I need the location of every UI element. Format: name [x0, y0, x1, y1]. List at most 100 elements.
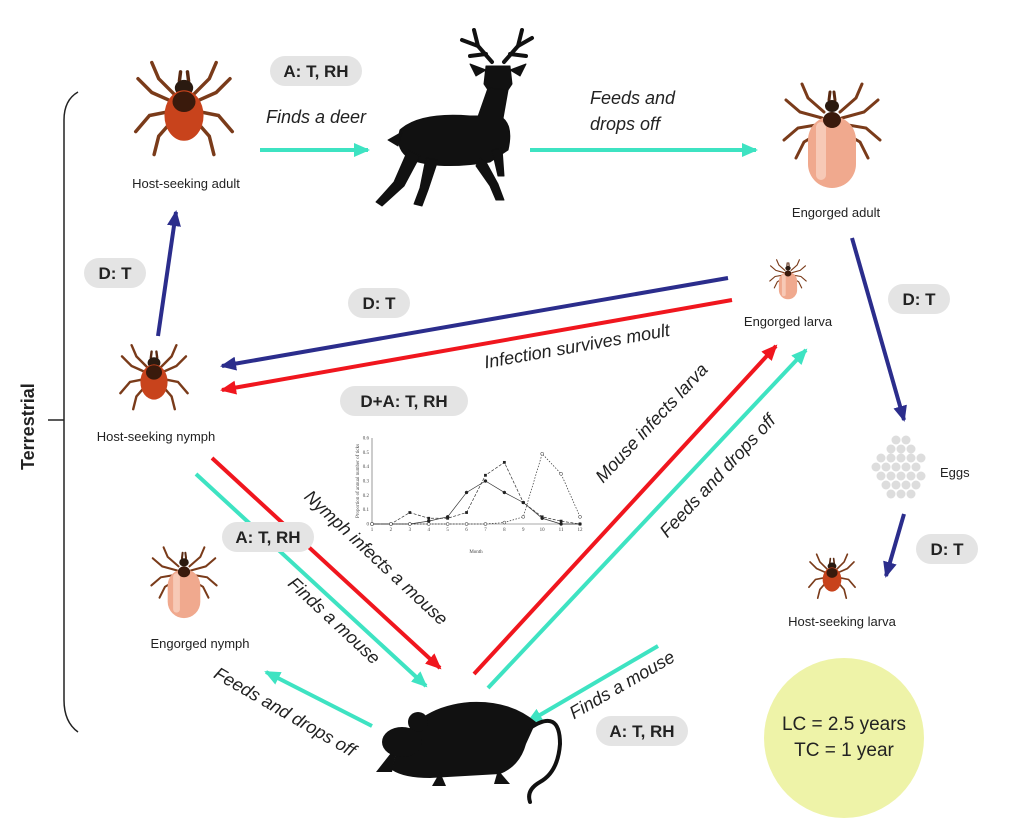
arrow-mouse-to-engorged-nymph: [264, 670, 373, 728]
badge-eggs-dt: D: T: [916, 534, 978, 564]
chart-frame: [371, 438, 580, 525]
terrestrial-bracket: [63, 91, 79, 733]
chart-x-tick-label: 4: [427, 528, 430, 533]
arrow-larva-to-nymph-red: [220, 298, 733, 395]
label-feeds-drops-top-2: drops off: [590, 114, 662, 134]
host-seeking-nymph-tick-icon: [119, 344, 189, 411]
label-engorged-adult: Engorged adult: [792, 205, 881, 220]
svg-text:A: T, RH: A: T, RH: [609, 722, 674, 741]
chart-series: [370, 452, 582, 526]
badge-middle-dt: D: T: [348, 288, 410, 318]
svg-text:A: T, RH: A: T, RH: [235, 528, 300, 547]
label-feeds-drops-top-1: Feeds and: [590, 88, 676, 108]
chart-x-tick-label: 2: [390, 528, 393, 533]
chart-y-tick-label: 0: [367, 523, 370, 528]
chart-point: [559, 522, 563, 526]
badge-top-at-rh: A: T, RH: [270, 56, 362, 86]
chart-point: [502, 490, 507, 495]
chart-y-tick-label: 0.2: [363, 494, 370, 499]
chart-point: [502, 520, 507, 525]
chart-point: [427, 516, 431, 520]
badge-left-dt: D: T: [84, 258, 146, 288]
svg-text:D: T: D: T: [902, 290, 936, 309]
chart-x-tick-label: 8: [503, 528, 506, 533]
badge-da-t-rh: D+A: T, RH: [340, 386, 468, 416]
chart-x-tick-label: 7: [484, 528, 487, 533]
chart-point: [502, 460, 506, 464]
chart-series-line-3: [372, 453, 581, 525]
deer-icon: [375, 28, 534, 207]
engorged-adult-tick-icon: [782, 82, 882, 190]
chart-point: [446, 516, 450, 520]
chart-y-tick-label: 0.5: [363, 451, 370, 456]
chart-x-tick-label: 12: [578, 528, 584, 533]
chart-x-axis-label: Month: [469, 550, 483, 555]
svg-text:A: T, RH: A: T, RH: [283, 62, 348, 81]
chart-point: [578, 522, 582, 526]
chart-point: [464, 522, 469, 526]
summary-tc: TC = 1 year: [794, 740, 894, 761]
chart-point: [465, 511, 468, 514]
chart-series-line-2: [372, 461, 581, 525]
chart-point: [540, 515, 544, 519]
chart-x-tick-label: 10: [540, 528, 546, 533]
arrow-nymph-finds-mouse: [194, 472, 428, 688]
mouse-icon: [376, 701, 563, 804]
chart-y-tick-label: 0.4: [363, 465, 370, 470]
arrow-nymph-to-adult: [156, 210, 181, 337]
chart-point: [445, 522, 450, 526]
chart-point: [408, 511, 412, 514]
chart-point: [559, 519, 563, 523]
chart-point: [426, 522, 431, 526]
chart-x-tick-label: 11: [559, 528, 564, 533]
label-finds-deer: Finds a deer: [266, 107, 367, 127]
chart-point: [483, 479, 488, 483]
chart-point: [578, 515, 582, 519]
chart-y-axis-label: Proportion of annual number of ticks: [356, 444, 361, 518]
chart-x-tick-label: 6: [465, 528, 468, 533]
label-eggs: Eggs: [940, 465, 970, 480]
label-engorged-larva: Engorged larva: [744, 314, 833, 329]
chart-x-tick-label: 3: [409, 528, 412, 533]
terrestrial-label: Terrestrial: [18, 383, 38, 470]
chart-x-tick-label: 1: [371, 528, 374, 533]
chart-y-tick-label: 0.6: [363, 437, 370, 442]
chart-point: [464, 490, 469, 495]
chart-y-tick-label: 0.3: [363, 480, 370, 485]
chart-point: [559, 472, 563, 476]
label-host-seeking-larva: Host-seeking larva: [788, 614, 896, 629]
arrow-mouse-infects-larva: [472, 344, 778, 676]
chart-series-line-1: [372, 480, 580, 525]
chart-point: [484, 473, 487, 477]
svg-text:D: T: D: T: [930, 540, 964, 559]
eggs-cluster-icon: [871, 435, 926, 499]
label-finds-mouse-left: Finds a mouse: [284, 573, 384, 668]
label-feeds-drops-right: Feeds and drops off: [656, 409, 781, 541]
chart-x-tick-label: 9: [522, 528, 525, 533]
cycle-summary: LC = 2.5 years TC = 1 year: [764, 658, 924, 818]
label-feeds-drops-left: Feeds and drops off: [211, 663, 361, 761]
host-seeking-larva-tick-icon: [808, 553, 856, 600]
arrow-larva-finds-mouse: [526, 644, 660, 724]
label-host-seeking-nymph: Host-seeking nymph: [97, 429, 216, 444]
arrow-eggs-to-larva: [883, 513, 906, 578]
chart-point: [483, 522, 488, 526]
svg-text:D: T: D: T: [362, 294, 396, 313]
arrow-nymph-infects-mouse: [210, 456, 442, 670]
label-finds-mouse-right: Finds a mouse: [566, 647, 678, 723]
chart-y-tick-label: 0.1: [363, 508, 370, 513]
arrow-larva-to-nymph-navy: [220, 276, 729, 371]
engorged-larva-tick-icon: [769, 259, 807, 300]
chart-point: [389, 522, 393, 526]
chart-point: [408, 522, 412, 526]
arrow-mouse-to-engorged-larva: [486, 348, 808, 690]
label-host-seeking-adult: Host-seeking adult: [132, 176, 240, 191]
chart-x-tick-label: 5: [446, 528, 449, 533]
arrow-engorged-adult-to-eggs: [850, 237, 907, 422]
chart-point: [540, 452, 544, 456]
host-seeking-adult-tick-icon: [133, 60, 235, 157]
chart-point: [521, 515, 526, 519]
